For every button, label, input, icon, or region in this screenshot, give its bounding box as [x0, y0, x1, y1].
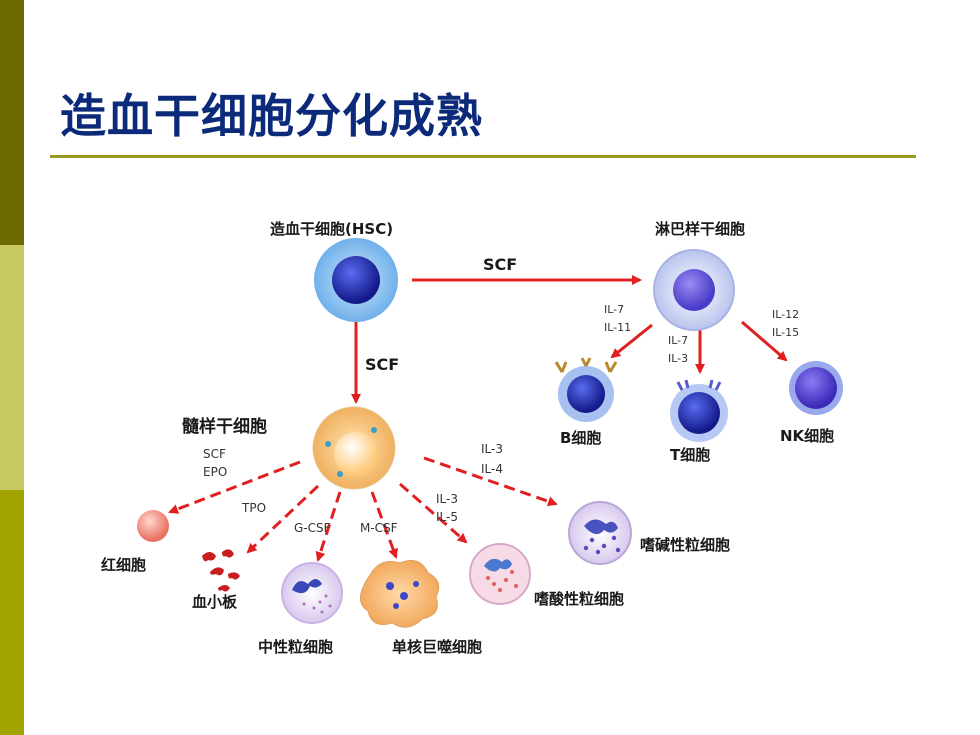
hsc-cell: [314, 238, 398, 322]
il3-label-eos: IL-3: [436, 492, 458, 506]
eosinophil-cell: [469, 543, 531, 605]
il15-label-nk: IL-15: [772, 326, 799, 339]
scf-label-rbc: SCF: [203, 447, 226, 461]
basophil-cell: [568, 501, 632, 565]
platelet-cells: [202, 549, 240, 592]
t-cell-label: T细胞: [670, 446, 710, 464]
epo-label-rbc: EPO: [203, 465, 227, 479]
slide-title: 造血干细胞分化成熟: [60, 89, 483, 143]
t-cell: [670, 379, 728, 442]
il5-label-eos: IL-5: [436, 510, 458, 524]
arrow-myeloid-to-monocyte: [370, 491, 398, 559]
arrow-lymphoid-to-b: [610, 323, 653, 359]
title-underline: [50, 155, 916, 158]
b-cell: [554, 357, 618, 422]
lymphoid-stem-label: 淋巴样干细胞: [655, 220, 745, 238]
lymphoid-stem-cell: [653, 249, 735, 331]
hsc-label: 造血干细胞(HSC): [270, 220, 393, 238]
arrow-myeloid-to-basophil: [423, 456, 558, 507]
myeloid-stem-label: 髓样干细胞: [182, 416, 267, 437]
sidebar-band-top: [0, 0, 24, 245]
arrow-lymphoid-to-nk: [741, 320, 788, 362]
tpo-label: TPO: [241, 501, 266, 515]
platelet-label: 血小板: [192, 593, 238, 611]
arrow-myeloid-to-rbc: [168, 460, 301, 514]
monocyte-macrophage-label: 单核巨噬细胞: [392, 638, 482, 656]
il4-label-baso: IL-4: [481, 462, 503, 476]
il12-label-nk: IL-12: [772, 308, 799, 321]
scf-label-down: SCF: [365, 355, 399, 374]
sidebar-decoration: [0, 0, 24, 735]
arrow-myeloid-to-neutrophil: [315, 491, 342, 562]
il7-label-b: IL-7: [604, 303, 624, 316]
il11-label-b: IL-11: [604, 321, 631, 334]
scf-label-right: SCF: [483, 255, 517, 274]
il3-label-t: IL-3: [668, 352, 688, 365]
sidebar-band-bottom: [0, 490, 24, 735]
eosinophil-label: 嗜酸性粒细胞: [534, 590, 624, 608]
sidebar-band-middle: [0, 245, 24, 490]
nk-cell: [789, 361, 843, 415]
gcsf-label: G-CSF: [294, 521, 331, 535]
arrow-myeloid-to-platelet: [246, 484, 320, 554]
rbc-cell: [137, 510, 169, 542]
mcsf-label: M-CSF: [360, 521, 398, 535]
nk-cell-label: NK细胞: [780, 427, 834, 445]
il7-label-t: IL-7: [668, 334, 688, 347]
b-cell-label: B细胞: [560, 429, 601, 447]
basophil-label: 嗜碱性粒细胞: [640, 536, 730, 554]
rbc-label: 红细胞: [101, 556, 146, 574]
arrow-myeloid-to-eosinophil: [399, 482, 468, 544]
myeloid-stem-cell: [312, 406, 396, 490]
monocyte-macrophage-cell: [360, 560, 440, 628]
il3-label-baso: IL-3: [481, 442, 503, 456]
neutrophil-label: 中性粒细胞: [258, 638, 333, 656]
neutrophil-cell: [281, 562, 343, 624]
